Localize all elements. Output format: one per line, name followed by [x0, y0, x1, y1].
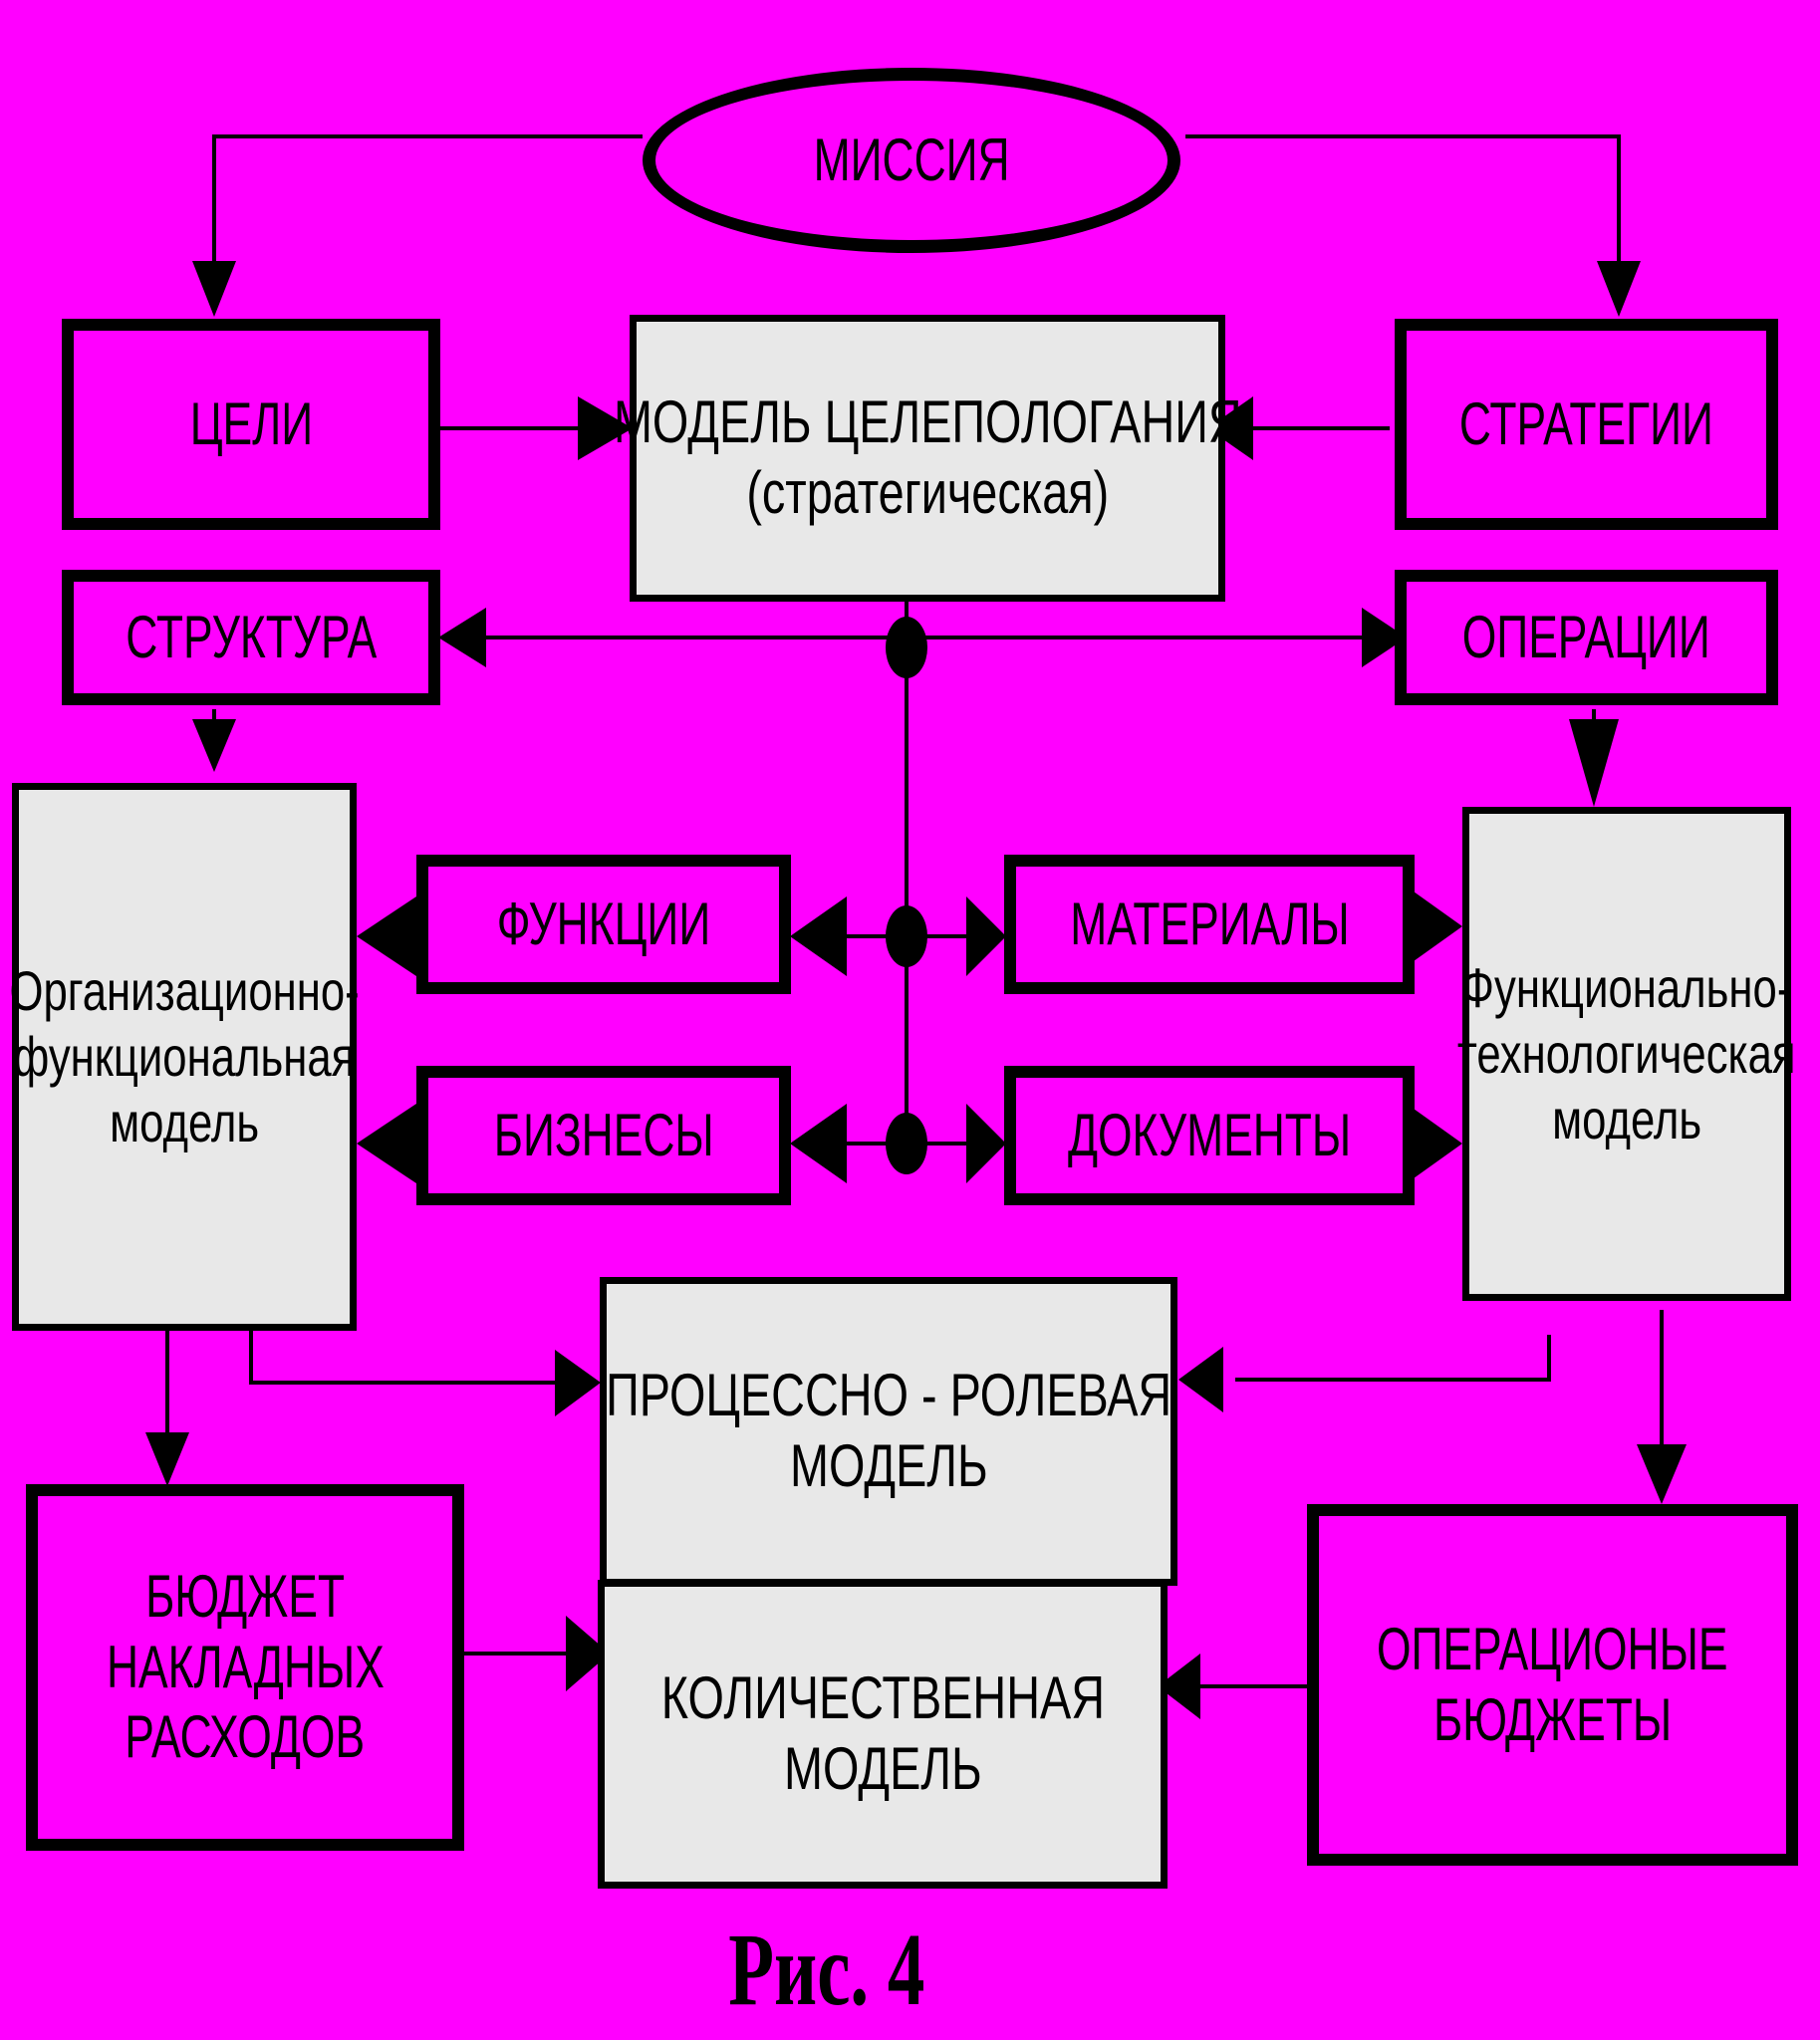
- arrowhead-process-right: [1178, 1347, 1223, 1412]
- strategies-label: СТРАТЕГИИ: [1458, 389, 1714, 457]
- process-model-node: ПРОЦЕССНО - РОЛЕВАЯ МОДЕЛЬ: [600, 1277, 1177, 1586]
- figure-caption-text: Рис. 4: [728, 1912, 925, 2027]
- op-budgets-node: ОПЕРАЦИОНЫЕ БЮДЖЕТЫ: [1307, 1504, 1798, 1866]
- tech-model-node: Функционально- технологическая модель: [1457, 807, 1796, 1301]
- arrowhead-structure: [438, 608, 486, 667]
- figure-caption: Рис. 4: [0, 1911, 1654, 2029]
- materials-label: МАТЕРИАЛЫ: [1069, 890, 1350, 957]
- arrowhead-functions: [790, 896, 847, 976]
- structure-node: СТРУКТУРА: [62, 570, 440, 705]
- arrowhead-documents: [966, 1104, 1006, 1183]
- businesses-label: БИЗНЕСЫ: [493, 1101, 714, 1168]
- goal-model-subtitle: (стратегическая): [746, 459, 1109, 526]
- tech-model-line-3: модель: [1552, 1088, 1701, 1151]
- goals-node: ЦЕЛИ: [62, 319, 440, 530]
- arrow-mission-strategies: [1185, 134, 1621, 261]
- arrowhead-org-from-functions: [357, 896, 416, 976]
- overhead-budget-node: БЮДЖЕТ НАКЛАДНЫХ РАСХОДОВ: [26, 1484, 464, 1851]
- overhead-budget-line-3: РАСХОДОВ: [125, 1703, 366, 1771]
- quant-model-line-1: КОЛИЧЕСТВЕННАЯ: [660, 1664, 1105, 1732]
- arrowhead-tech-from-documents: [1407, 1104, 1462, 1183]
- arrow-tech-process: [1235, 1335, 1551, 1382]
- org-model-line-2: функциональная: [13, 1024, 356, 1088]
- mission-node: МИССИЯ: [643, 68, 1180, 253]
- op-budgets-line-1: ОПЕРАЦИОНЫЕ: [1377, 1615, 1728, 1682]
- arrowhead-operations: [1362, 608, 1407, 667]
- arrowhead-model-right: [1207, 396, 1253, 460]
- goal-model-title: МОДЕЛЬ ЦЕЛЕПОЛОГАНИЯ: [613, 388, 1242, 456]
- arrowhead-quant-left: [566, 1616, 610, 1691]
- operations-node: ОПЕРАЦИИ: [1395, 570, 1778, 705]
- quant-model-node: КОЛИЧЕСТВЕННАЯ МОДЕЛЬ: [598, 1580, 1168, 1889]
- goals-label: ЦЕЛИ: [189, 389, 313, 457]
- arrowhead-opbudgets: [1637, 1444, 1687, 1504]
- org-model-line-1: Организационно-: [9, 958, 360, 1022]
- arrow-org-process: [249, 1325, 558, 1385]
- strategies-node: СТРАТЕГИИ: [1395, 319, 1778, 530]
- junction-dot-middle: [886, 905, 927, 967]
- functions-node: ФУНКЦИИ: [416, 855, 791, 994]
- process-model-line-1: ПРОЦЕССНО - РОЛЕВАЯ: [605, 1362, 1172, 1429]
- structure-label: СТРУКТУРА: [125, 603, 377, 670]
- junction-dot-top: [886, 617, 927, 678]
- arrowhead-model-left: [578, 396, 633, 460]
- operations-label: ОПЕРАЦИИ: [1461, 603, 1710, 670]
- arrowhead-process-left: [555, 1350, 601, 1416]
- arrowhead-goals: [192, 261, 236, 317]
- quant-model-line-2: МОДЕЛЬ: [783, 1735, 982, 1802]
- arrowhead-overhead: [145, 1432, 189, 1486]
- tech-model-line-2: технологическая: [1457, 1021, 1796, 1085]
- overhead-budget-line-1: БЮДЖЕТ: [145, 1562, 345, 1630]
- goal-model-node: МОДЕЛЬ ЦЕЛЕПОЛОГАНИЯ (стратегическая): [614, 315, 1241, 602]
- mission-label: МИССИЯ: [813, 126, 1010, 193]
- documents-label: ДОКУМЕНТЫ: [1067, 1101, 1352, 1168]
- org-model-line-3: модель: [110, 1091, 259, 1154]
- arrowhead-strategies: [1597, 261, 1641, 317]
- functions-label: ФУНКЦИИ: [496, 890, 711, 957]
- arrowhead-operations-down: [1569, 719, 1619, 807]
- arrowhead-materials: [966, 896, 1006, 976]
- arrowhead-quant-right: [1158, 1654, 1200, 1719]
- org-model-node: Организационно- функциональная модель: [9, 783, 360, 1331]
- op-budgets-line-2: БЮДЖЕТЫ: [1432, 1685, 1673, 1753]
- overhead-budget-line-2: НАКЛАДНЫХ: [106, 1633, 385, 1700]
- arrowhead-org-from-businesses: [357, 1104, 416, 1183]
- arrowhead-tech-from-materials: [1407, 887, 1462, 966]
- junction-dot-bottom: [886, 1113, 927, 1174]
- businesses-node: БИЗНЕСЫ: [416, 1066, 791, 1205]
- documents-node: ДОКУМЕНТЫ: [1004, 1066, 1415, 1205]
- tech-model-line-1: Функционально-: [1461, 955, 1792, 1019]
- arrowhead-businesses: [790, 1104, 847, 1183]
- arrow-mission-goals: [212, 134, 643, 261]
- materials-node: МАТЕРИАЛЫ: [1004, 855, 1415, 994]
- process-model-line-2: МОДЕЛЬ: [789, 1432, 988, 1499]
- arrowhead-structure-down: [192, 719, 236, 772]
